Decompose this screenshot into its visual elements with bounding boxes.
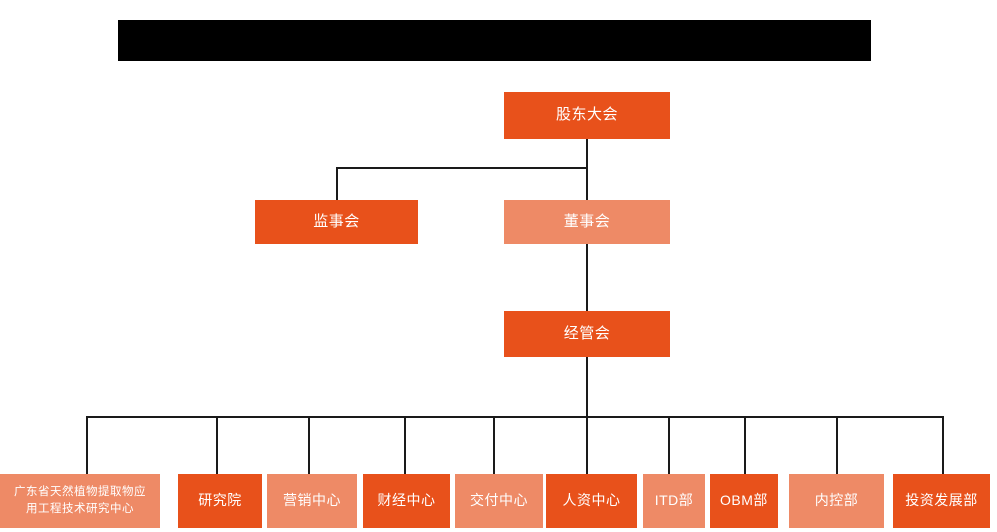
node-guangdong-research-center[interactable]: 广东省天然植物提取物应 用工程技术研究中心 bbox=[0, 474, 160, 528]
connector-bus-to-supervisors bbox=[336, 167, 338, 201]
node-obm-dept[interactable]: OBM部 bbox=[710, 474, 778, 528]
node-board-of-supervisors[interactable]: 监事会 bbox=[255, 200, 418, 244]
connector-bus-to-investment-development-dept bbox=[942, 416, 944, 474]
connector-bus-to-hr-center bbox=[586, 416, 588, 474]
connector-directors-to-management bbox=[586, 244, 588, 312]
node-shareholders-meeting[interactable]: 股东大会 bbox=[504, 92, 670, 139]
node-label-guangdong-research-center: 广东省天然植物提取物应 用工程技术研究中心 bbox=[14, 486, 146, 515]
node-finance-center[interactable]: 财经中心 bbox=[363, 474, 450, 528]
connector-bus-to-internal-control-dept bbox=[836, 416, 838, 474]
connector-bus-to-institute bbox=[216, 416, 218, 474]
node-label-board-of-supervisors: 监事会 bbox=[313, 212, 360, 230]
connector-bus-level2 bbox=[336, 167, 588, 169]
node-label-board-of-directors: 董事会 bbox=[563, 212, 611, 230]
node-label-itd-dept: ITD部 bbox=[654, 492, 694, 509]
node-label-investment-development-dept: 投资发展部 bbox=[905, 492, 978, 509]
node-label-obm-dept: OBM部 bbox=[720, 492, 768, 509]
connector-bus-to-delivery-center bbox=[493, 416, 495, 474]
connector-bus-to-obm-dept bbox=[744, 416, 746, 474]
node-label-shareholders-meeting: 股东大会 bbox=[555, 106, 618, 124]
connector-shareholders-to-bus bbox=[586, 139, 588, 168]
connector-bus-departments bbox=[86, 416, 944, 418]
node-investment-development-dept[interactable]: 投资发展部 bbox=[893, 474, 990, 528]
node-label-marketing-center: 营销中心 bbox=[283, 492, 341, 509]
connector-bus-to-directors bbox=[586, 167, 588, 201]
node-itd-dept[interactable]: ITD部 bbox=[643, 474, 705, 528]
connector-bus-to-marketing-center bbox=[308, 416, 310, 474]
connector-bus-to-finance-center bbox=[404, 416, 406, 474]
node-board-of-directors[interactable]: 董事会 bbox=[504, 200, 670, 244]
title-bar-redacted bbox=[118, 20, 871, 61]
node-internal-control-dept[interactable]: 内控部 bbox=[789, 474, 884, 528]
connector-bus-to-research-center bbox=[86, 416, 88, 474]
node-label-hr-center: 人资中心 bbox=[562, 492, 621, 509]
node-label-internal-control-dept: 内控部 bbox=[814, 492, 859, 509]
node-label-finance-center: 财经中心 bbox=[377, 492, 436, 509]
node-label-institute: 研究院 bbox=[198, 492, 242, 509]
node-hr-center[interactable]: 人资中心 bbox=[546, 474, 637, 528]
node-institute[interactable]: 研究院 bbox=[178, 474, 262, 528]
node-label-delivery-center: 交付中心 bbox=[470, 492, 528, 509]
connector-bus-to-itd-dept bbox=[668, 416, 670, 474]
node-marketing-center[interactable]: 营销中心 bbox=[267, 474, 357, 528]
node-label-management-committee: 经管会 bbox=[563, 324, 611, 342]
node-delivery-center[interactable]: 交付中心 bbox=[455, 474, 543, 528]
connector-management-to-departments-bus bbox=[586, 357, 588, 417]
node-management-committee[interactable]: 经管会 bbox=[504, 311, 670, 357]
